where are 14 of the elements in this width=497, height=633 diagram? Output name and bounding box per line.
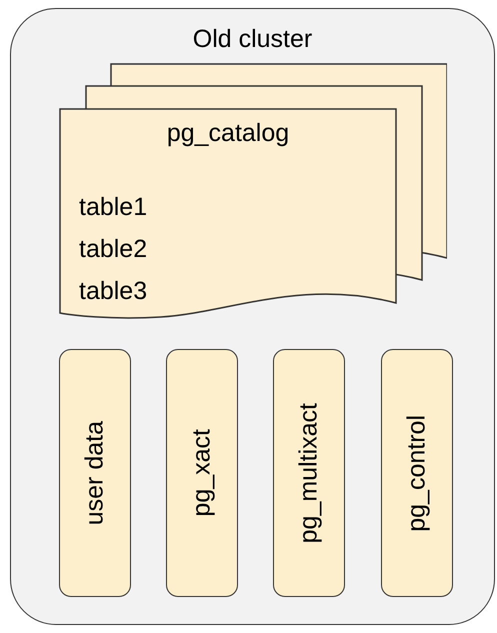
document-title: pg_catalog xyxy=(166,121,290,146)
table-name: table3 xyxy=(79,279,148,304)
storage-box xyxy=(59,349,131,597)
storage-box xyxy=(381,349,453,597)
table-name: table2 xyxy=(79,237,148,262)
table-name: table1 xyxy=(79,195,148,220)
vertical-label: pg_xact xyxy=(187,429,216,517)
vertical-label: user data xyxy=(80,420,110,526)
vertical-label: pg_multixact xyxy=(294,402,324,544)
vertical-label: pg_control xyxy=(402,414,432,532)
storage-box xyxy=(166,349,238,597)
cluster-title: Old cluster xyxy=(192,27,314,52)
storage-box xyxy=(273,349,345,597)
cluster-container xyxy=(10,8,495,625)
